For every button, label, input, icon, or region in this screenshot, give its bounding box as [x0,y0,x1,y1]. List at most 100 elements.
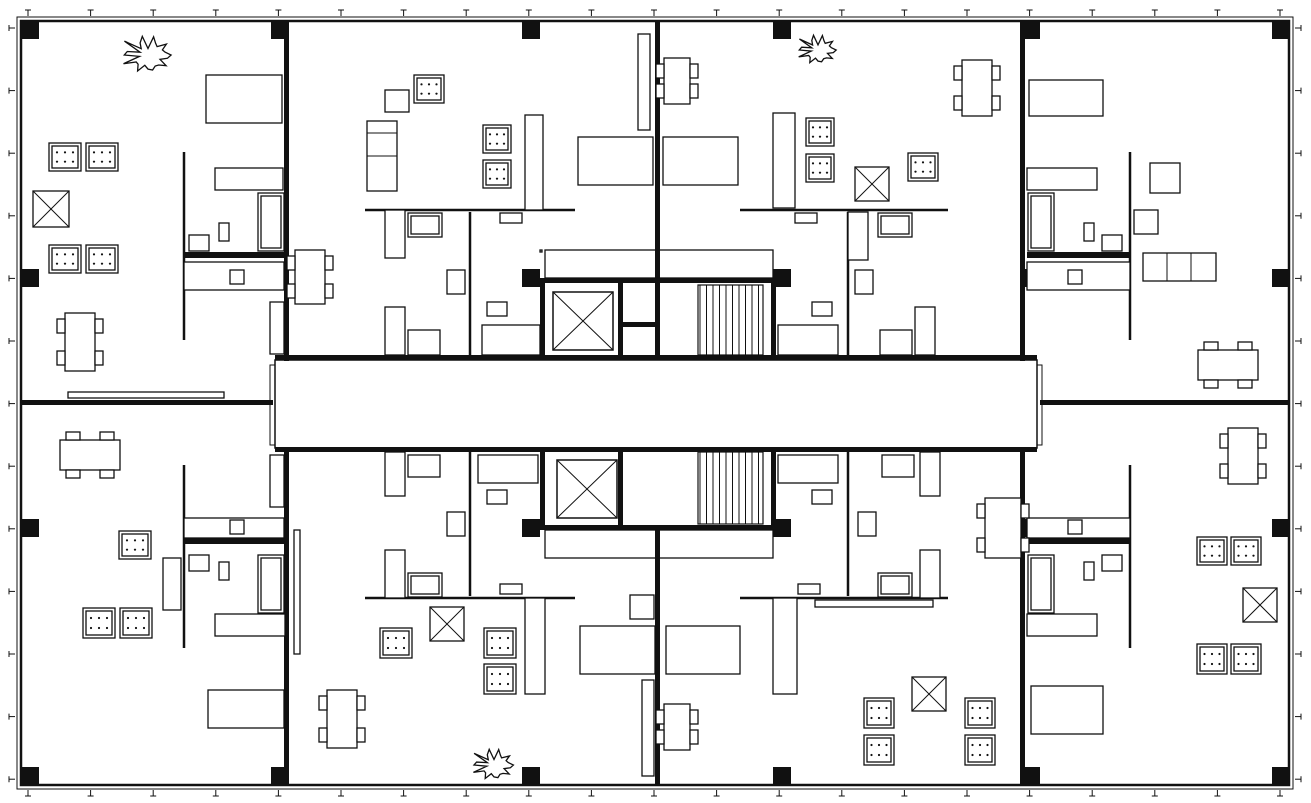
bathtub-basin [260,195,282,249]
armchair-seat [910,155,936,179]
armchair-button [100,253,104,256]
bed-icon [1030,685,1104,735]
chair-icon [655,63,665,79]
fixture-icon [384,549,406,599]
unit-divider-walls [21,21,1289,785]
armchair-button [402,646,406,650]
shelf-icon [67,391,225,399]
armchair-button [386,646,390,650]
armchair-button [488,177,492,180]
bed-icon [207,689,285,729]
armchair-button [108,262,112,265]
armchair-button [134,626,138,630]
armchair-button [929,161,932,164]
fixture-icon [446,511,466,537]
armchair-button [502,133,506,136]
fixture-icon [407,454,441,478]
armchair-button [105,626,109,630]
armchair-button [870,743,873,747]
column-icon [21,269,39,287]
table-icon [59,439,121,471]
window-mullion-ticks [8,9,1302,797]
fixture-icon [481,324,541,356]
armchair-button [825,126,829,129]
armchair-button [490,682,494,686]
party-wall-north-center [655,21,660,281]
fixture-icon [188,554,210,572]
table-icon [326,689,358,749]
fixture-icon [777,454,839,484]
kitchen-counter [184,252,284,258]
armchair-button [885,716,888,720]
armchair-seat [85,610,113,636]
armchair-button [125,548,129,551]
armchair-button [914,161,917,164]
armchair-seat [967,700,993,726]
shelf-icon [293,529,301,655]
armchair-button [488,168,492,171]
armchair-button [105,616,109,620]
armchair-button [1252,554,1255,557]
armchair-button [971,743,974,747]
table-cross [32,190,70,228]
plant-layer [122,33,838,780]
column-icon [773,21,791,39]
armchair-button [490,646,494,650]
fixture-icon [811,301,833,317]
armchair-button [394,646,398,650]
chair-icon [655,729,665,745]
chair-icon [65,431,81,441]
armchair-button [870,753,873,757]
fixture-icon [919,549,941,599]
chair-icon [976,503,986,519]
armchair-button [1237,652,1240,656]
armchair-button [142,616,146,620]
fixture-icon [879,329,913,356]
column-icon [1272,767,1290,785]
column-icon [21,519,39,537]
chair-icon [1257,463,1267,479]
armchair-button [1203,652,1206,656]
fixture-icon [407,329,441,356]
chair-icon [1237,341,1253,351]
shelf-icon [772,597,798,695]
fixture-icon [881,454,915,478]
table-icon [663,57,691,105]
armchair-button [502,142,506,145]
armchair-button [386,636,390,640]
fixture-icon [1101,234,1123,252]
armchair-button [1210,662,1214,666]
chair-icon [56,318,66,334]
armchair-button [420,83,423,86]
party-wall-nw [284,21,289,361]
armchair-button [97,626,101,630]
table-icon [961,59,993,117]
shelf-icon [524,597,546,695]
chair-icon [324,283,334,299]
chair-icon [324,255,334,271]
cabinet-icon [269,454,285,508]
fixture-icon [811,489,833,505]
fixture-icon [229,519,245,535]
cabinet-icon [269,301,285,355]
armchair-seat [51,247,79,271]
table-icon [1227,427,1259,485]
fixture-icon [384,209,406,259]
chair-icon [689,729,699,745]
armchair-seat [485,127,509,151]
bathtub-basin [880,215,910,235]
armchair-button [89,626,93,630]
armchair-button [92,160,96,163]
armchair-button [435,92,438,95]
table-cross [911,676,947,712]
column-icon [21,21,39,39]
furniture-layer [32,33,1278,777]
fixture-icon [384,306,406,356]
divider-wall-east [1040,400,1289,405]
party-wall-se [1020,448,1025,785]
plant-icon [472,747,515,780]
chair-icon [286,255,296,271]
armchair-button [488,133,492,136]
armchair-button [100,262,104,265]
table-icon [663,703,691,751]
